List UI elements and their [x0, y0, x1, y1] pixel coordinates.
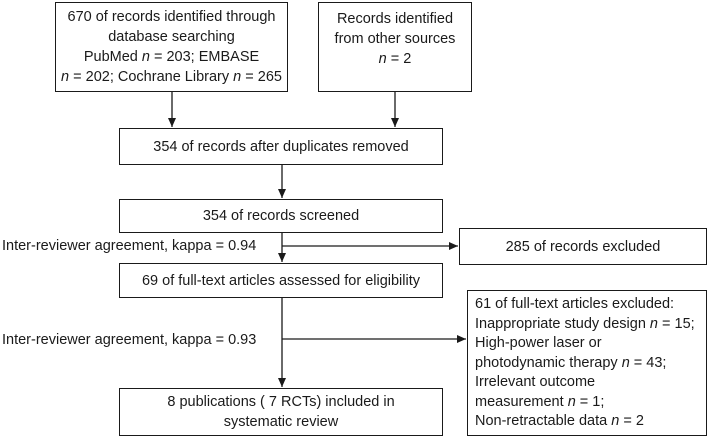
box-identified-database: 670 of records identified through databa… — [55, 2, 288, 92]
box-full-text-assessed: 69 of full-text articles assessed for el… — [119, 263, 443, 298]
kappa-label-1: Inter-reviewer agreement, kappa = 0.94 — [2, 238, 257, 254]
box-text: from other sources — [334, 31, 456, 47]
box-records-excluded: 285 of records excluded — [459, 228, 707, 265]
box-text: database searching — [108, 29, 235, 45]
box-screened: 354 of records screened — [119, 199, 443, 233]
box-included: 8 publications ( 7 RCTs) included in sys… — [119, 388, 443, 436]
box-full-text-excluded: 61 of full-text articles excluded: Inapp… — [467, 290, 707, 436]
kappa-label-2: Inter-reviewer agreement, kappa = 0.93 — [2, 332, 257, 348]
box-text: Records identified — [336, 11, 454, 27]
box-after-duplicates: 354 of records after duplicates removed — [119, 128, 443, 165]
box-text: 670 of records identified through — [67, 9, 276, 25]
box-identified-other-sources: Records identified from other sources n … — [318, 2, 472, 92]
